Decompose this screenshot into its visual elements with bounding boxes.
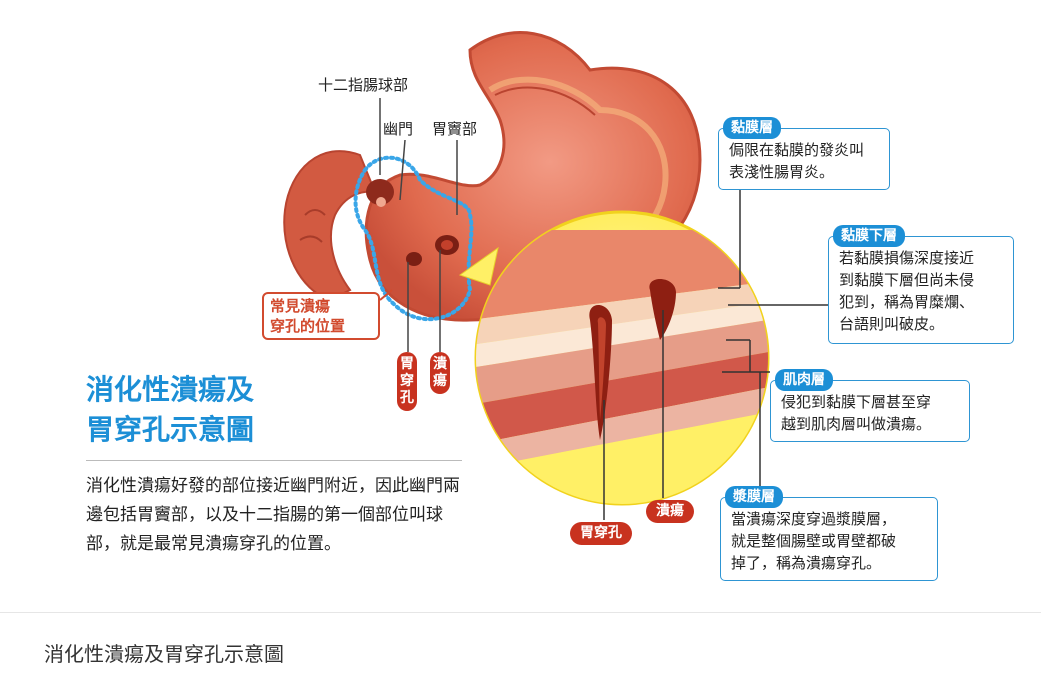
figure-description: 消化性潰瘍好發的部位接近幽門附近，因此幽門兩邊包括胃竇部，以及十二指腸的第一個部… bbox=[86, 472, 472, 559]
figure-caption: 消化性潰瘍及胃穿孔示意圖 bbox=[44, 638, 284, 667]
callout-submucosa-text: 若黏膜損傷深度接近 到黏膜下層但尚未侵 犯到，稱為胃糜爛、 台語則叫破皮。 bbox=[839, 247, 1003, 335]
badge-ulcer-small: 潰 瘍 bbox=[430, 352, 450, 394]
callout-serosa-text: 當潰瘍深度穿過漿膜層， 就是整個腸壁或胃壁都破 掉了，稱為潰瘍穿孔。 bbox=[731, 508, 927, 574]
callout-muscle-text: 侵犯到黏膜下層甚至穿 越到肌肉層叫做潰瘍。 bbox=[781, 391, 959, 435]
tag-serosa: 漿膜層 bbox=[725, 486, 783, 508]
label-pylorus: 幽門 bbox=[383, 118, 413, 139]
common-location-box: 常見潰瘍 穿孔的位置 bbox=[262, 292, 380, 340]
badge-perforation-large: 胃穿孔 bbox=[570, 522, 632, 545]
tag-muscle: 肌肉層 bbox=[775, 369, 833, 391]
title-divider bbox=[86, 460, 462, 461]
callout-submucosa: 黏膜下層 若黏膜損傷深度接近 到黏膜下層但尚未侵 犯到，稱為胃糜爛、 台語則叫破… bbox=[828, 236, 1014, 344]
callout-mucosa-text: 侷限在黏膜的發炎叫 表淺性腸胃炎。 bbox=[729, 139, 879, 183]
callout-muscle: 肌肉層 侵犯到黏膜下層甚至穿 越到肌肉層叫做潰瘍。 bbox=[770, 380, 970, 442]
tag-submucosa: 黏膜下層 bbox=[833, 225, 905, 247]
figure-panel: 十二指腸球部 幽門 胃竇部 胃 穿 孔 潰 瘍 胃穿孔 潰瘍 常見潰瘍 穿孔的位… bbox=[0, 0, 1041, 613]
badge-perforation-small: 胃 穿 孔 bbox=[397, 352, 417, 411]
figure-title: 消化性潰瘍及 胃穿孔示意圖 bbox=[86, 370, 254, 450]
callout-mucosa: 黏膜層 侷限在黏膜的發炎叫 表淺性腸胃炎。 bbox=[718, 128, 890, 190]
tag-mucosa: 黏膜層 bbox=[723, 117, 781, 139]
label-duodenal-bulb: 十二指腸球部 bbox=[318, 74, 408, 95]
badge-ulcer-large: 潰瘍 bbox=[646, 500, 694, 523]
label-antrum: 胃竇部 bbox=[432, 118, 477, 139]
callout-serosa: 漿膜層 當潰瘍深度穿過漿膜層， 就是整個腸壁或胃壁都破 掉了，稱為潰瘍穿孔。 bbox=[720, 497, 938, 581]
